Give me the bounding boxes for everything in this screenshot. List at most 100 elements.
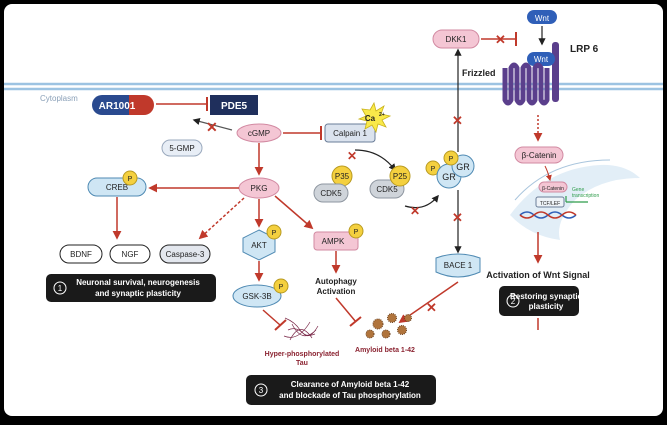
svg-text:cGMP: cGMP <box>248 129 270 138</box>
activation-wnt-label: Activation of Wnt Signal <box>486 270 590 280</box>
beta-catenin-translocation-arrow <box>544 165 552 182</box>
block-cross-icon: ✕ <box>452 210 463 225</box>
svg-text:PDE5: PDE5 <box>221 101 248 112</box>
svg-text:Activation: Activation <box>317 287 356 296</box>
canvas-background <box>4 4 663 416</box>
svg-text:P35: P35 <box>335 172 350 181</box>
tau-tangle-icon <box>283 317 319 341</box>
svg-text:1: 1 <box>58 284 63 293</box>
svg-text:P: P <box>128 176 133 183</box>
bace1-node: BACE 1 <box>435 253 481 278</box>
svg-text:P25: P25 <box>393 172 408 181</box>
akt-node: AKT P <box>242 224 282 261</box>
svg-text:transcription: transcription <box>572 193 599 199</box>
svg-text:NGF: NGF <box>122 250 139 259</box>
svg-text:β-Catenin: β-Catenin <box>542 186 564 192</box>
pde5-node: PDE5 <box>210 95 258 115</box>
cgmp-to-5gmp-arrow <box>192 117 233 131</box>
svg-text:GR: GR <box>456 162 470 172</box>
dkk1-node: DKK1 <box>432 29 480 49</box>
calcium-burst-icon: Ca 2+ <box>357 101 392 134</box>
svg-text:Wnt: Wnt <box>535 14 550 23</box>
block-cross-icon: ✕ <box>495 32 506 47</box>
svg-text:BDNF: BDNF <box>70 250 92 259</box>
svg-text:Neuronal survival, neurogenesi: Neuronal survival, neurogenesis <box>76 278 200 287</box>
autophagy-label: Autophagy <box>315 277 357 286</box>
hyper-tau-label: Hyper-phosphorylated <box>265 351 340 358</box>
frizzled-label: Frizzled <box>462 68 496 78</box>
5gmp-node: 5-GMP <box>161 139 203 157</box>
block-cross-icon: ✕ <box>410 204 420 218</box>
svg-text:Caspase-3: Caspase-3 <box>166 250 205 259</box>
amyloid-plaques-icon <box>365 313 412 339</box>
creb-node: CREB P <box>87 170 147 197</box>
svg-text:GSK-3B: GSK-3B <box>242 292 271 301</box>
calpain-to-p25-arrow <box>354 149 396 172</box>
block-cross-icon: ✕ <box>452 113 463 128</box>
frizzled-receptor: Wnt <box>502 52 555 106</box>
outcome-1-box: 1 Neuronal survival, neurogenesis and sy… <box>46 274 216 302</box>
svg-text:P: P <box>449 156 454 163</box>
gsk3b-node: GSK-3B P <box>232 278 289 308</box>
svg-text:and blockade of Tau phosphoryl: and blockade of Tau phosphorylation <box>279 391 421 400</box>
outcome-2-box: 2 Restoring synaptic plasticity <box>499 286 583 316</box>
bdnf-node: BDNF <box>59 244 103 264</box>
caspase3-node: Caspase-3 <box>159 244 211 264</box>
svg-text:CDK5: CDK5 <box>376 185 398 194</box>
lrp6-label: LRP 6 <box>570 44 599 55</box>
svg-text:Clearance of Amyloid beta 1-42: Clearance of Amyloid beta 1-42 <box>291 380 410 389</box>
svg-text:DKK1: DKK1 <box>446 35 467 44</box>
svg-text:P: P <box>431 166 436 173</box>
svg-text:AKT: AKT <box>251 241 267 250</box>
svg-text:P: P <box>272 230 277 237</box>
svg-text:2: 2 <box>511 297 516 306</box>
pkg-node: PKG <box>238 177 280 199</box>
svg-text:P: P <box>279 284 284 291</box>
nuclear-beta-catenin: β-Catenin <box>538 181 568 193</box>
svg-text:BACE 1: BACE 1 <box>444 261 473 270</box>
calcium-label: Ca <box>365 114 376 123</box>
amyloid-label: Amyloid beta 1-42 <box>355 347 415 354</box>
svg-text:Tau: Tau <box>296 360 308 367</box>
ngf-node: NGF <box>109 244 151 264</box>
svg-text:CDK5: CDK5 <box>320 189 342 198</box>
cytoplasm-label: Cytoplasm <box>40 94 78 103</box>
autophagy-inhibits-amyloid <box>335 297 357 323</box>
block-cross-icon: ✕ <box>206 119 218 135</box>
lrp6-receptor <box>552 42 559 102</box>
svg-text:P: P <box>354 229 359 236</box>
outcome-3-box: 3 Clearance of Amyloid beta 1-42 and blo… <box>246 375 436 405</box>
cdk5-p25-complex: CDK5 P25 <box>369 165 411 199</box>
block-cross-icon: ✕ <box>426 300 437 315</box>
svg-text:β-Catenin: β-Catenin <box>522 151 557 160</box>
calpain1-node: Calpain 1 <box>324 123 376 143</box>
svg-text:TCF/LEF: TCF/LEF <box>540 201 560 207</box>
cdk5-to-gr-arrow <box>404 194 439 209</box>
svg-text:and synaptic plasticity: and synaptic plasticity <box>95 289 181 298</box>
wnt-ligand: Wnt <box>527 10 557 24</box>
svg-text:CREB: CREB <box>106 183 128 192</box>
block-cross-icon: ✕ <box>347 149 357 163</box>
svg-text:GR: GR <box>442 172 456 182</box>
pkg-to-ampk-arrow <box>274 195 314 230</box>
svg-text:3: 3 <box>259 386 264 395</box>
p35-cdk5-complex: P35 CDK5 <box>313 165 353 203</box>
svg-text:Calpain 1: Calpain 1 <box>333 129 367 138</box>
svg-text:AMPK: AMPK <box>322 237 345 246</box>
gsk3b-inhibits-tau <box>262 309 281 326</box>
gene-transcription-label: Gene <box>572 187 584 193</box>
svg-text:plasticity: plasticity <box>529 302 564 311</box>
svg-text:Wnt: Wnt <box>534 55 549 64</box>
svg-text:AR1001: AR1001 <box>99 101 136 112</box>
calcium-charge: 2+ <box>379 112 385 118</box>
cgmp-node: cGMP <box>236 123 282 143</box>
tcf-lef-node: TCF/LEF <box>535 196 565 208</box>
gr-complex: P GR GR P <box>425 150 475 189</box>
svg-text:Restoring synaptic: Restoring synaptic <box>510 292 583 301</box>
ar1001-node: AR1001 <box>92 95 154 115</box>
ampk-node: AMPK P <box>313 223 364 251</box>
svg-text:5-GMP: 5-GMP <box>169 144 194 153</box>
beta-catenin-node: β-Catenin <box>514 146 564 164</box>
